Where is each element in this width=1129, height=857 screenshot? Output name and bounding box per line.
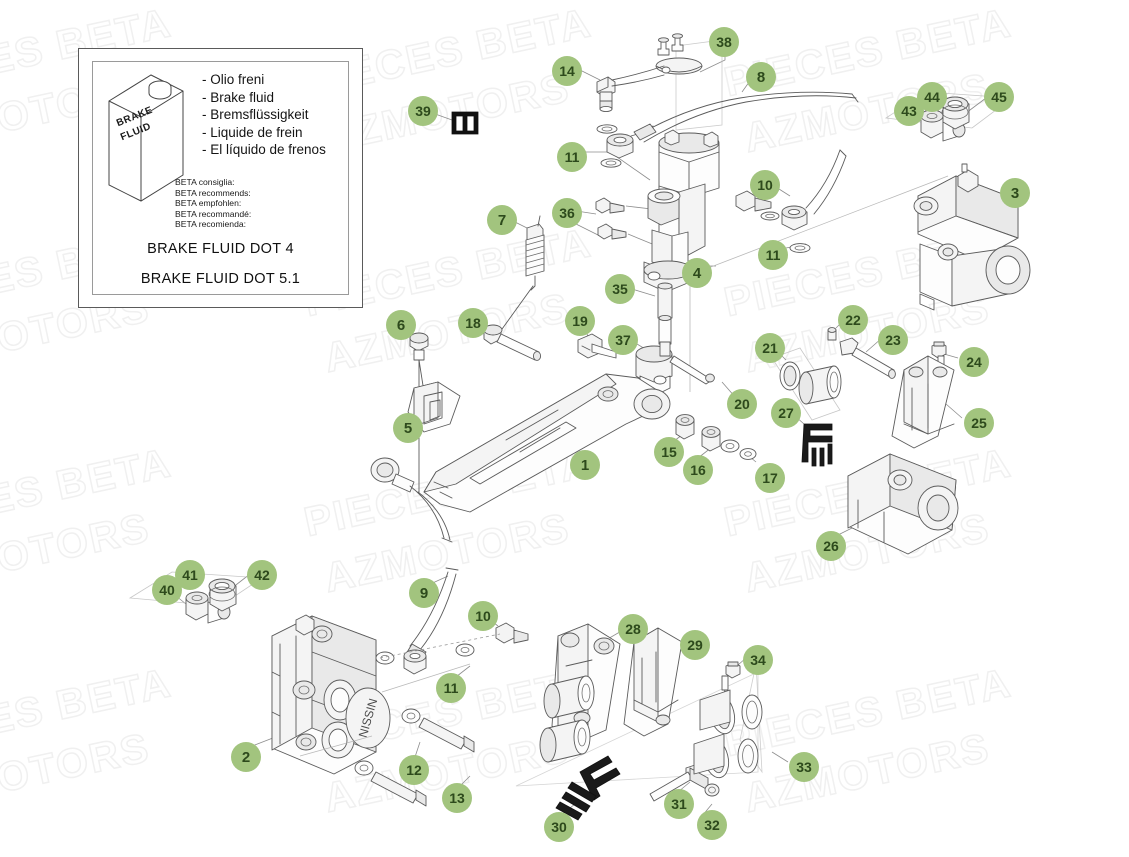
brake-fluid-can-illustration: BRAKE FLUID xyxy=(103,67,189,212)
callout-badge-15[interactable]: 15 xyxy=(654,437,684,467)
callout-badge-5[interactable]: 5 xyxy=(393,413,423,443)
dot51-spec-text: BRAKE FLUID DOT 5.1 xyxy=(140,271,301,287)
callout-badge-11[interactable]: 11 xyxy=(557,142,587,172)
callout-badge-21[interactable]: 21 xyxy=(755,333,785,363)
callout-badge-9[interactable]: 9 xyxy=(409,578,439,608)
callout-badge-25[interactable]: 25 xyxy=(964,408,994,438)
callout-badge-20[interactable]: 20 xyxy=(727,389,757,419)
callout-badge-31[interactable]: 31 xyxy=(664,789,694,819)
legend-inner-border xyxy=(92,61,349,295)
callout-badge-1[interactable]: 1 xyxy=(570,450,600,480)
brake-fluid-legend-box: BRAKE FLUID - Olio freni - Brake fluid -… xyxy=(78,48,363,308)
callout-badge-35[interactable]: 35 xyxy=(605,274,635,304)
beta-rec-de: BETA empfohlen: xyxy=(175,198,242,209)
callout-badge-3[interactable]: 3 xyxy=(1000,178,1030,208)
callout-badge-40[interactable]: 40 xyxy=(152,575,182,605)
callout-badge-41[interactable]: 41 xyxy=(175,560,205,590)
beta-rec-en: BETA recommends: xyxy=(175,187,251,198)
callout-badge-45[interactable]: 45 xyxy=(984,82,1014,112)
callout-badge-7[interactable]: 7 xyxy=(487,205,517,235)
fluid-name-es: - El líquido de frenos xyxy=(202,142,326,157)
fluid-name-en: - Brake fluid xyxy=(202,89,275,105)
callout-badge-4[interactable]: 4 xyxy=(682,258,712,288)
callout-badge-12[interactable]: 12 xyxy=(399,755,429,785)
callout-badge-30[interactable]: 30 xyxy=(544,812,574,842)
callout-badge-39[interactable]: 39 xyxy=(408,96,438,126)
callout-badge-17[interactable]: 17 xyxy=(755,463,785,493)
fluid-name-it: - Olio freni xyxy=(202,72,265,87)
beta-rec-it: BETA consiglia: xyxy=(175,177,235,187)
callout-badge-38[interactable]: 38 xyxy=(709,27,739,57)
callout-badge-2[interactable]: 2 xyxy=(231,742,261,772)
callout-badge-16[interactable]: 16 xyxy=(683,455,713,485)
dot4-spec-text: BRAKE FLUID DOT 4 xyxy=(147,241,294,257)
callout-badge-28[interactable]: 28 xyxy=(618,614,648,644)
callout-badge-36[interactable]: 36 xyxy=(552,198,582,228)
callout-badge-18[interactable]: 18 xyxy=(458,308,488,338)
beta-rec-fr: BETA recommandé: xyxy=(175,208,252,219)
callout-badge-10[interactable]: 10 xyxy=(750,170,780,200)
callout-badge-14[interactable]: 14 xyxy=(552,56,582,86)
callout-badge-43[interactable]: 43 xyxy=(894,96,924,126)
callout-badge-24[interactable]: 24 xyxy=(959,347,989,377)
callout-badge-11[interactable]: 11 xyxy=(436,673,466,703)
callout-badge-23[interactable]: 23 xyxy=(878,325,908,355)
callout-badge-19[interactable]: 19 xyxy=(565,306,595,336)
callout-badge-33[interactable]: 33 xyxy=(789,752,819,782)
callout-badge-22[interactable]: 22 xyxy=(838,305,868,335)
callout-badge-11[interactable]: 11 xyxy=(758,240,788,270)
callout-badge-32[interactable]: 32 xyxy=(697,810,727,840)
callout-badge-8[interactable]: 8 xyxy=(746,62,776,92)
callout-badge-10[interactable]: 10 xyxy=(468,601,498,631)
callout-badge-27[interactable]: 27 xyxy=(771,398,801,428)
fluid-name-list: - Olio freni - Brake fluid - Bremsflüssi… xyxy=(202,71,326,159)
callout-badge-34[interactable]: 34 xyxy=(743,645,773,675)
beta-recommends-list: BETA consiglia: BETA recommends: BETA em… xyxy=(175,177,251,230)
fluid-name-de: - Bremsflüssigkeit xyxy=(202,107,309,122)
beta-rec-es: BETA recomienda: xyxy=(175,219,247,230)
callout-badge-42[interactable]: 42 xyxy=(247,560,277,590)
callout-badge-26[interactable]: 26 xyxy=(816,531,846,561)
callout-badge-6[interactable]: 6 xyxy=(386,310,416,340)
callout-badge-37[interactable]: 37 xyxy=(608,325,638,355)
callout-badge-29[interactable]: 29 xyxy=(680,630,710,660)
callout-badge-13[interactable]: 13 xyxy=(442,783,472,813)
fluid-name-fr: - Liquide de frein xyxy=(202,124,303,140)
